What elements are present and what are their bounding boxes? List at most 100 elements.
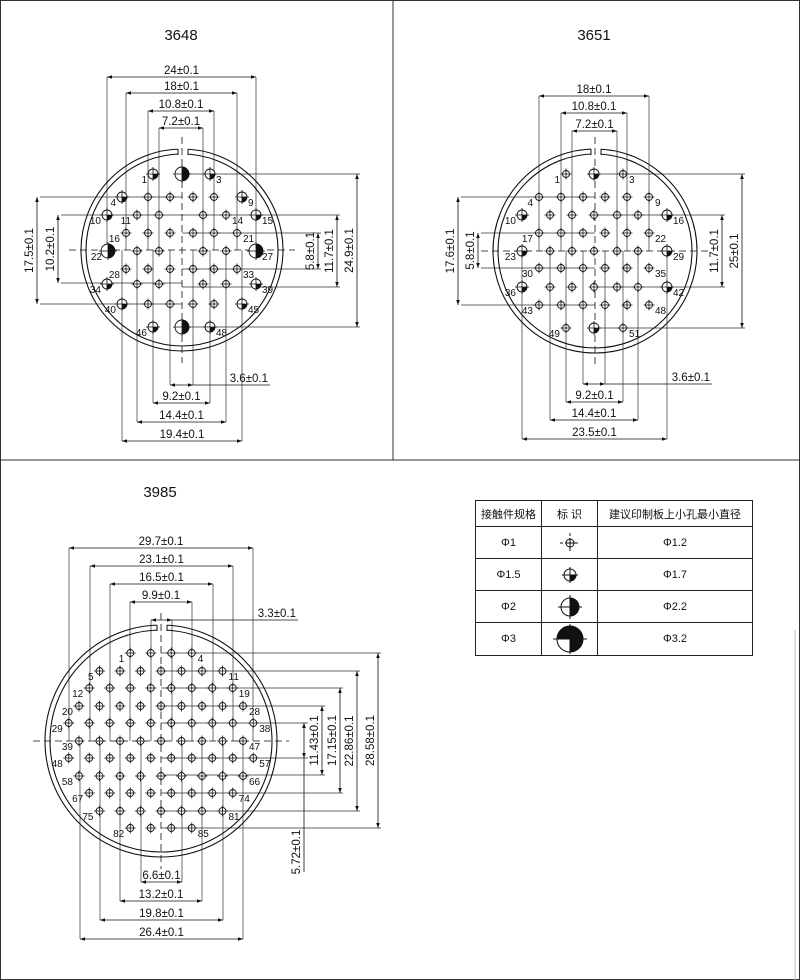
pin-phi1-icon: [577, 299, 589, 311]
pin-cross: [153, 278, 165, 290]
pin-cross: [145, 682, 157, 694]
pin-phi1-icon: [566, 245, 578, 257]
pin-cross: [566, 209, 578, 221]
pin-cross: [63, 752, 75, 764]
pin-phi1-icon: [533, 262, 545, 274]
pin-cross: [94, 805, 105, 817]
pin-fill: [256, 215, 261, 220]
dimension-label: 19.4±0.1: [160, 429, 205, 441]
pin-cross: [515, 280, 529, 294]
pin-phi1-5-icon: [100, 208, 114, 222]
pin-phi1-5-icon: [660, 244, 674, 258]
pin-cross: [632, 281, 644, 293]
pin-phi1-icon: [611, 209, 623, 221]
table-row: Φ1 Φ1.2: [475, 526, 753, 559]
connector-3651: 18±0.110.8±0.17.2±0.13.6±0.19.2±0.114.4±…: [445, 84, 745, 441]
dimension-label: 11.43±0.1: [309, 715, 321, 765]
pin-phi1-5-icon: [660, 208, 674, 222]
pin-cross: [577, 262, 589, 274]
pin-cross: [227, 787, 239, 799]
pin-cross: [146, 167, 160, 181]
pin-phi1-icon: [145, 822, 157, 834]
pin-phi1-icon: [142, 227, 154, 239]
pin-cross: [145, 752, 157, 764]
pin-phi1-icon: [120, 227, 132, 239]
dimension-label: 17.5±0.1: [24, 228, 36, 273]
pin-cross: [99, 242, 117, 260]
pin-phi1-icon: [231, 263, 243, 275]
pin-cross: [237, 700, 249, 712]
pin-phi1-icon: [196, 805, 208, 817]
pin-phi1-icon: [247, 717, 259, 729]
pin-phi1-icon: [208, 227, 220, 239]
pin-label: 28: [249, 707, 261, 718]
pin-phi1-icon: [165, 682, 177, 694]
pin-label: 39: [62, 742, 74, 753]
pin-phi1-icon: [131, 245, 143, 257]
pin-cross: [203, 320, 217, 334]
pin-cross: [124, 822, 136, 834]
pin-phi1-icon: [208, 191, 220, 203]
pin-cross: [100, 208, 114, 222]
key-gap: [178, 147, 188, 156]
pin-cross: [208, 298, 220, 310]
pin-cross: [196, 735, 208, 747]
pin-phi1-icon: [206, 787, 218, 799]
pin-cross: [114, 700, 126, 712]
pin-label: 42: [673, 288, 685, 299]
pin-label: 85: [198, 829, 210, 840]
extension-line: [158, 128, 204, 250]
arrow-icon: [583, 382, 605, 386]
dimension-label: 7.2±0.1: [162, 116, 200, 128]
pin-cross: [577, 191, 589, 203]
pin-cross: [187, 227, 199, 239]
pin-phi1-icon: [621, 227, 633, 239]
pin-cross: [124, 682, 136, 694]
pin-cross: [176, 665, 187, 677]
pin-phi1-5-icon: [587, 167, 601, 181]
dimension-label: 16.5±0.1: [139, 572, 184, 584]
pin-cross: [196, 770, 208, 782]
pin-phi1-icon: [131, 278, 143, 290]
dimension-label: 9.9±0.1: [142, 590, 180, 602]
pin-cross: [155, 805, 167, 817]
pin-cross: [124, 752, 136, 764]
pin-phi1-5-icon: [249, 208, 263, 222]
arrow-icon: [159, 126, 203, 130]
pin-phi1-icon: [73, 770, 85, 782]
pin-cross: [120, 263, 132, 275]
pin-phi1-icon: [104, 752, 116, 764]
pin-phi1-icon: [643, 191, 655, 203]
pin-phi1-icon: [186, 822, 198, 834]
pin-cross: [131, 278, 143, 290]
pin-cross: [577, 227, 589, 239]
pin-phi1-icon: [217, 770, 228, 782]
dimension-label: 24.9±0.1: [344, 228, 356, 273]
pin-phi1-icon: [621, 299, 633, 311]
pin-phi1-icon: [632, 281, 644, 293]
pin-cross: [187, 298, 199, 310]
pin-phi1-icon: [145, 682, 157, 694]
pin-phi1-5-icon: [146, 320, 160, 334]
title-3648: 3648: [164, 27, 197, 44]
pin-phi1-icon: [145, 787, 157, 799]
pin-phi1-icon: [217, 665, 228, 677]
arrow-icon: [141, 880, 182, 884]
pin-phi1-icon: [155, 735, 167, 747]
pin-cross: [217, 770, 228, 782]
pin-cross: [73, 770, 85, 782]
extension-line: [461, 196, 595, 306]
pin-cross: [208, 191, 220, 203]
pin-cross: [135, 700, 146, 712]
pin-cross: [515, 244, 529, 258]
pin-cross: [176, 735, 187, 747]
dimension-label: 3.6±0.1: [230, 373, 268, 385]
pin-cross: [227, 682, 239, 694]
pin-phi1-icon: [165, 787, 177, 799]
pin-phi1-icon: [196, 770, 208, 782]
pin-cross: [237, 770, 249, 782]
pin-phi1-icon: [237, 770, 249, 782]
pin-phi1-icon: [63, 752, 75, 764]
spec-cell: Φ2: [475, 590, 542, 623]
pin-cross: [588, 245, 600, 257]
